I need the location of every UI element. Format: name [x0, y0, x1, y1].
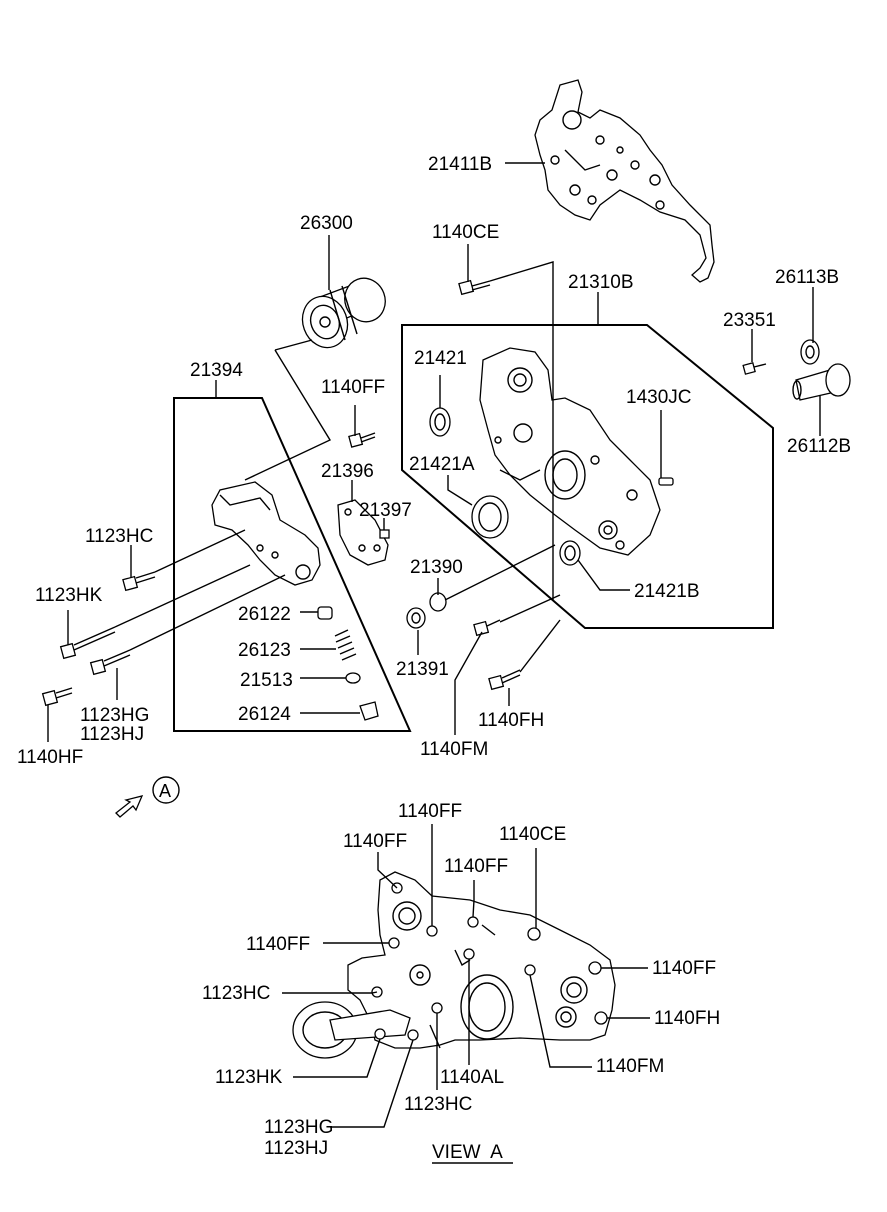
va-label-1123HG: 1123HG: [264, 1117, 333, 1138]
view-a-arrow: [115, 776, 180, 818]
label-21421: 21421: [414, 348, 467, 369]
label-1140HF: 1140HF: [17, 747, 83, 768]
oil-pump-drive-gear: [800, 339, 820, 365]
label-21421B: 21421B: [634, 581, 700, 602]
va-label-1140AL: 1140AL: [440, 1067, 504, 1088]
va-label-1123HC-bottom: 1123HC: [404, 1094, 472, 1115]
label-21310B: 21310B: [568, 272, 634, 293]
view-a-leader-lines: [282, 824, 650, 1164]
view-a-marker: A: [159, 781, 171, 801]
va-label-1140FM: 1140FM: [596, 1056, 664, 1077]
relief-plunger-26124: [359, 701, 379, 721]
bolt-1123HC: [122, 571, 156, 592]
va-label-1123HJ: 1123HJ: [264, 1138, 328, 1159]
label-21391: 21391: [396, 659, 449, 680]
bolt-1123HG: [89, 649, 131, 676]
label-23351: 23351: [723, 310, 776, 331]
bolt-1140HF: [41, 687, 73, 707]
va-label-1140FF-mid: 1140FF: [444, 856, 508, 877]
label-1140FH: 1140FH: [478, 710, 544, 731]
washer-21513: [345, 672, 361, 684]
relief-spring-26123: [334, 629, 357, 661]
va-label-1140FF-right: 1140FF: [652, 958, 716, 979]
view-a-title: VIEW A: [432, 1142, 503, 1163]
bolt-1140CE: [458, 279, 491, 296]
bolt-1140FF: [348, 432, 376, 448]
view-a-assembly: [292, 871, 616, 1059]
label-26124: 26124: [238, 704, 291, 725]
label-1123HC: 1123HC: [85, 526, 153, 547]
label-1123HJ: 1123HJ: [80, 724, 144, 745]
label-26123: 26123: [238, 640, 291, 661]
label-26300: 26300: [300, 213, 353, 234]
va-label-1140FF-side: 1140FF: [246, 934, 310, 955]
bolt-23351: [742, 362, 767, 375]
label-21397: 21397: [359, 500, 412, 521]
label-1140FF: 1140FF: [321, 377, 385, 398]
oil-pump-driven-gear: [792, 363, 851, 401]
pin-21397: [379, 529, 390, 539]
relief-plug-26122: [317, 606, 333, 620]
dowel-pin: [658, 477, 674, 486]
oil-seal-21421: [429, 407, 451, 437]
va-label-1140FH: 1140FH: [654, 1008, 720, 1029]
bolt-1123HK: [59, 626, 116, 660]
front-case-group-box: [401, 324, 774, 629]
timing-cover-gasket: [534, 79, 715, 283]
label-26112B: 26112B: [787, 436, 851, 457]
label-21513: 21513: [240, 670, 293, 691]
va-label-1140FF-left: 1140FF: [343, 831, 407, 852]
label-1430JC: 1430JC: [626, 387, 692, 408]
view-a-labels: A 1140FF 1140FF 1140CE 1140FF 1140FF 114…: [159, 781, 720, 1163]
leader-lines: [47, 162, 821, 742]
oil-seal-21421B: [559, 540, 581, 566]
va-label-1123HC-left: 1123HC: [202, 983, 270, 1004]
label-26122: 26122: [238, 604, 291, 625]
label-21396: 21396: [321, 461, 374, 482]
oil-seal-21421A: [471, 495, 509, 539]
o-ring-21390: [429, 592, 447, 612]
label-1140FM: 1140FM: [420, 739, 488, 760]
oil-filter: [301, 277, 386, 349]
oil-pump-group-box: [173, 397, 412, 732]
label-21421A: 21421A: [409, 454, 475, 475]
label-21390: 21390: [410, 557, 463, 578]
label-26113B: 26113B: [775, 267, 839, 288]
bolt-1140FH: [488, 669, 521, 691]
bolt-1140FM: [473, 619, 501, 637]
va-label-1123HK: 1123HK: [215, 1067, 283, 1088]
part-labels: 21411B 1140CE 21310B 26113B 26300 23351 …: [17, 154, 851, 768]
label-1123HG: 1123HG: [80, 705, 149, 726]
label-1123HK: 1123HK: [35, 585, 103, 606]
plug-21391: [406, 607, 426, 629]
label-21411B: 21411B: [428, 154, 492, 175]
gasket-21396: [337, 499, 389, 566]
va-label-1140CE: 1140CE: [499, 824, 566, 845]
label-21394: 21394: [190, 360, 243, 381]
va-label-1140FF-top: 1140FF: [398, 801, 462, 822]
label-1140CE: 1140CE: [432, 222, 499, 243]
